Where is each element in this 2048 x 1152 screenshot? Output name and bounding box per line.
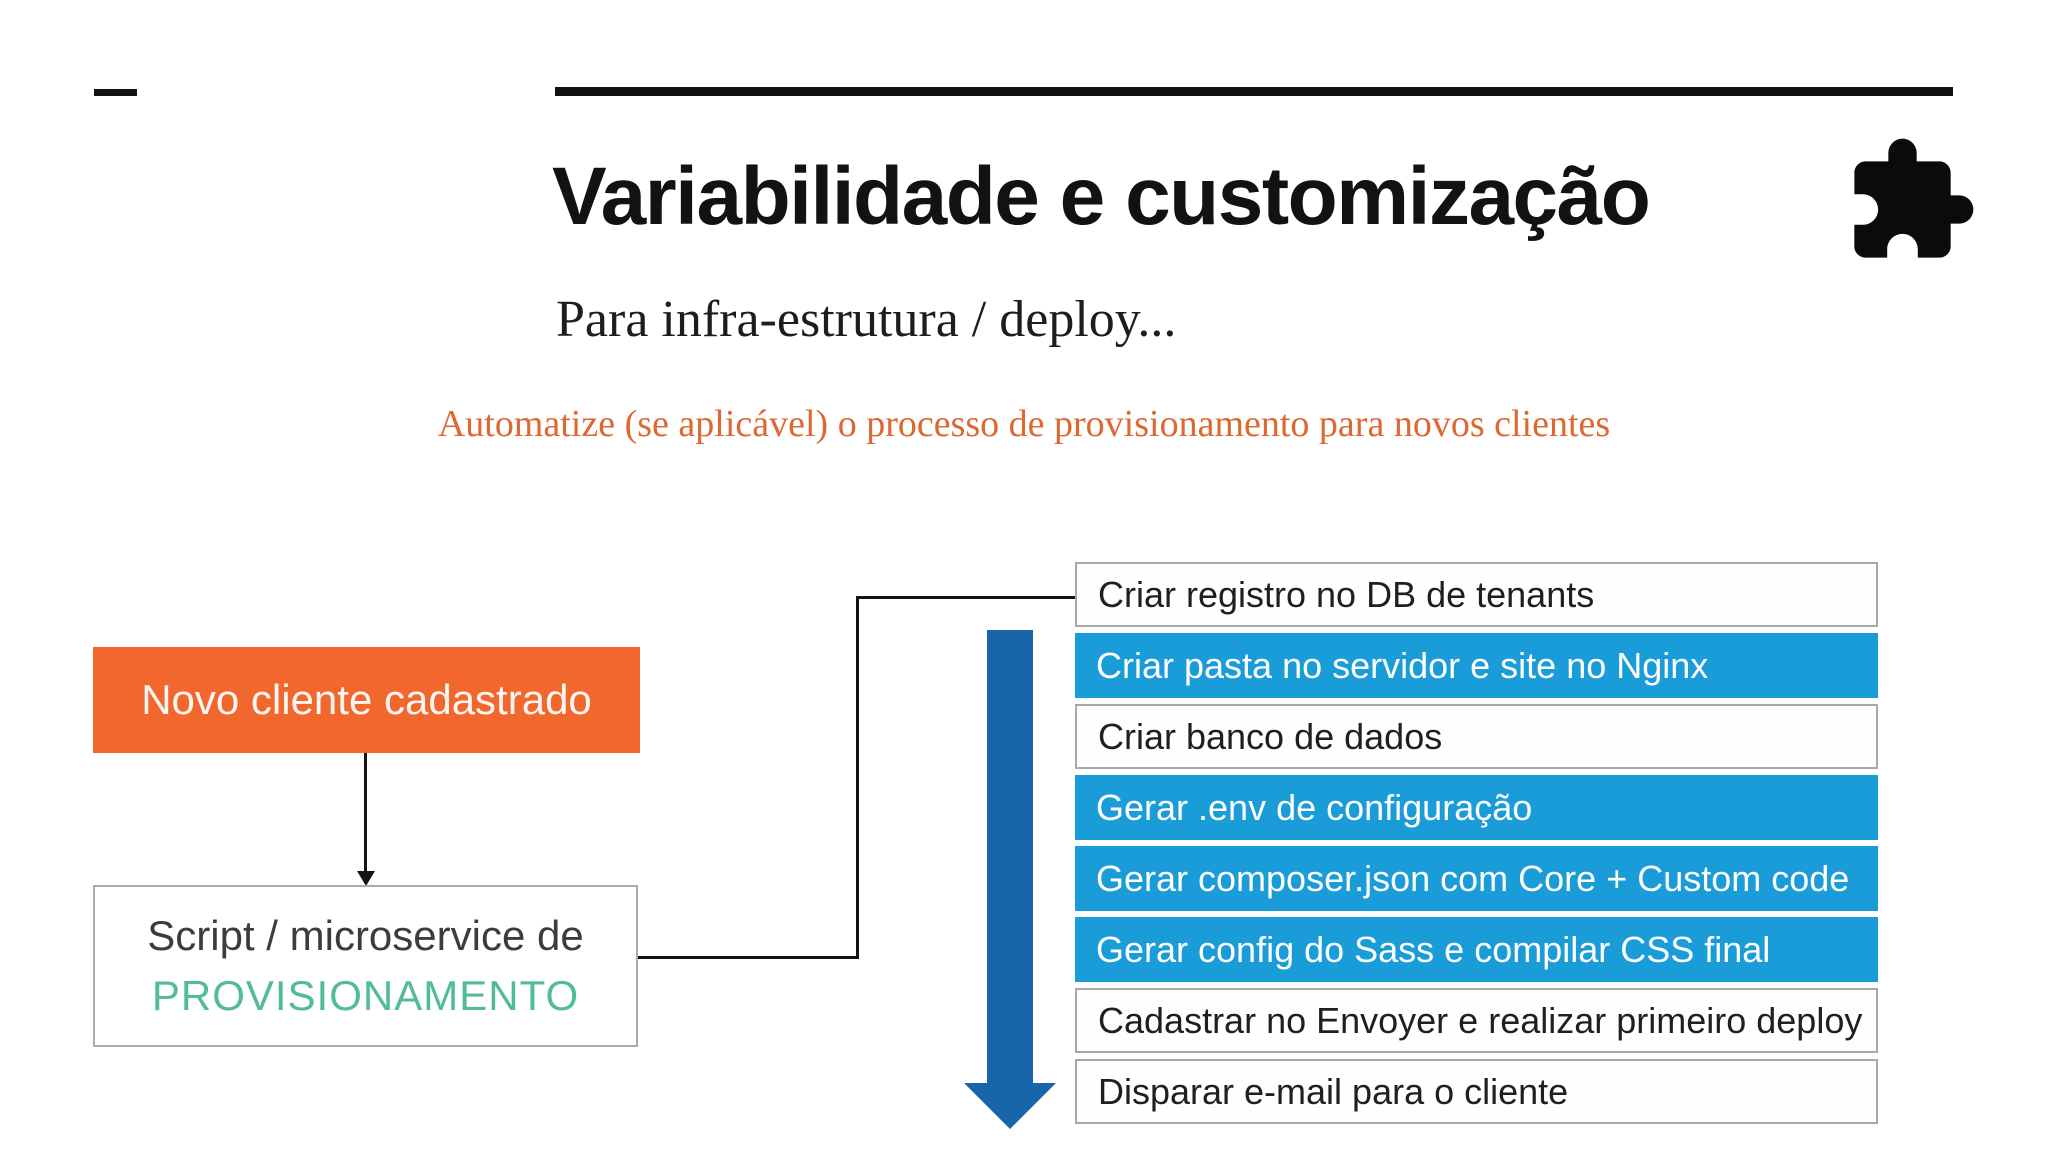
start-box-label: Novo cliente cadastrado xyxy=(141,676,592,723)
step-label: Criar pasta no servidor e site no Nginx xyxy=(1096,644,1709,686)
connector-horizontal-top xyxy=(856,596,1075,599)
step-row: Cadastrar no Envoyer e realizar primeiro… xyxy=(1075,988,1878,1053)
big-down-arrow-head-icon xyxy=(964,1083,1056,1129)
step-label: Criar registro no DB de tenants xyxy=(1098,573,1595,615)
step-row: Disparar e-mail para o cliente xyxy=(1075,1059,1878,1124)
step-label: Gerar config do Sass e compilar CSS fina… xyxy=(1096,928,1771,970)
page-title: Variabilidade e customização xyxy=(552,151,1651,242)
step-label: Gerar .env de configuração xyxy=(1096,786,1533,828)
step-label: Criar banco de dados xyxy=(1098,715,1443,757)
step-label: Cadastrar no Envoyer e realizar primeiro… xyxy=(1098,999,1863,1041)
process-box-provisionamento: Script / microservice de PROVISIONAMENTO xyxy=(93,885,638,1047)
highlight-text: Automatize (se aplicável) o processo de … xyxy=(437,403,1611,445)
title-top-rule xyxy=(555,87,1953,96)
connector-horizontal-bottom xyxy=(638,956,859,959)
process-box-line2: PROVISIONAMENTO xyxy=(151,972,580,1019)
step-row: Gerar config do Sass e compilar CSS fina… xyxy=(1075,917,1878,982)
big-down-arrow-shaft xyxy=(987,630,1033,1083)
slide-subtitle: Para infra-estrutura / deploy... xyxy=(556,291,1177,348)
connector-vertical xyxy=(856,596,859,959)
step-row: Gerar composer.json com Core + Custom co… xyxy=(1075,846,1878,911)
corner-dash-decoration xyxy=(94,89,137,96)
step-row: Criar banco de dados xyxy=(1075,704,1878,769)
flow-arrow-head-icon xyxy=(357,871,375,886)
process-box-line1: Script / microservice de xyxy=(147,912,584,959)
puzzle-piece-icon xyxy=(1843,133,1979,269)
flow-arrow-line xyxy=(364,753,367,872)
start-box-novo-cliente: Novo cliente cadastrado xyxy=(93,647,640,753)
step-row: Criar pasta no servidor e site no Nginx xyxy=(1075,633,1878,698)
step-label: Disparar e-mail para o cliente xyxy=(1098,1070,1569,1112)
step-row: Criar registro no DB de tenants xyxy=(1075,562,1878,627)
step-row: Gerar .env de configuração xyxy=(1075,775,1878,840)
step-label: Gerar composer.json com Core + Custom co… xyxy=(1096,857,1850,899)
